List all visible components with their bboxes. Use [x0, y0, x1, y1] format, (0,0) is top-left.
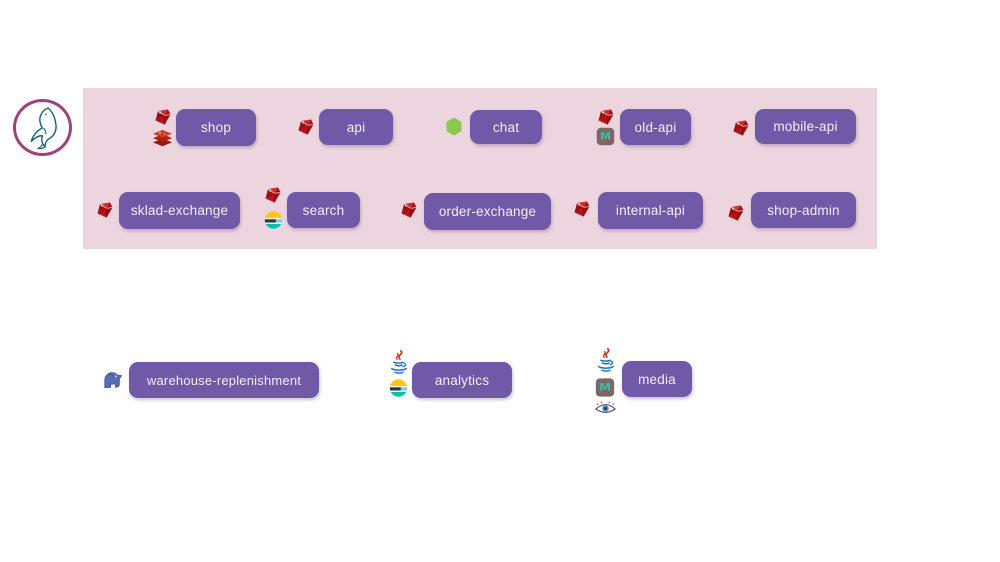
mysql-dolphin-icon [18, 103, 68, 153]
service-node-media[interactable]: media [622, 361, 692, 397]
ruby-icon [399, 200, 419, 220]
java-icon [388, 350, 410, 377]
service-node-order-exchange[interactable]: order-exchange [424, 193, 551, 230]
service-node-sklad-exchange[interactable]: sklad-exchange [119, 192, 240, 229]
memcached-icon [595, 377, 615, 398]
ruby-icon [596, 107, 616, 127]
ruby-icon [296, 117, 316, 137]
service-node-internal-api[interactable]: internal-api [598, 192, 703, 229]
elasticsearch-icon [264, 210, 283, 230]
ruby-icon [153, 107, 173, 127]
redis-icon [152, 129, 173, 148]
service-node-mobile-api[interactable]: mobile-api [755, 109, 856, 144]
service-node-analytics[interactable]: analytics [412, 362, 512, 398]
ruby-icon [95, 200, 115, 220]
memcached-icon [596, 127, 615, 146]
service-node-search[interactable]: search [287, 192, 360, 228]
ruby-icon [263, 185, 283, 205]
service-node-warehouse-replenishment[interactable]: warehouse-replenishment [129, 362, 319, 398]
mysql-logo [13, 99, 72, 156]
service-node-chat[interactable]: chat [470, 110, 542, 144]
postgresql-icon [102, 368, 124, 391]
nodejs-icon [445, 116, 463, 137]
eye-icon [594, 401, 617, 416]
service-node-api[interactable]: api [319, 109, 393, 145]
ruby-icon [726, 203, 746, 223]
ruby-icon [572, 199, 592, 219]
elasticsearch-icon [389, 378, 408, 398]
service-node-old-api[interactable]: old-api [620, 109, 691, 145]
java-icon [595, 348, 617, 375]
service-node-shop-admin[interactable]: shop-admin [751, 192, 856, 228]
service-node-shop[interactable]: shop [176, 109, 256, 146]
ruby-icon [731, 118, 751, 138]
